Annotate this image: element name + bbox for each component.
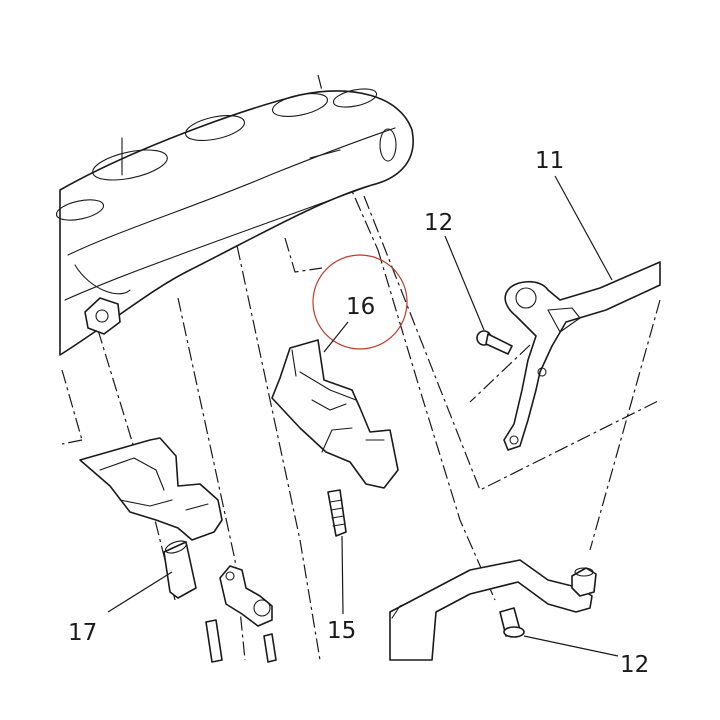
lower-left-screws: [205, 619, 277, 663]
callout-16-highlight: [312, 254, 408, 350]
callout-17: 17: [68, 620, 97, 646]
assembly-guide-lines: [61, 74, 661, 661]
callout-12-top: 12: [424, 210, 453, 236]
callout-11: 11: [535, 148, 564, 174]
screw-15: [327, 489, 347, 537]
upper-housing-part: [55, 88, 414, 356]
screw-12-bottom: [499, 607, 525, 638]
callout-12-bottom: 12: [620, 652, 649, 678]
part-17-bracket: [79, 437, 223, 599]
part-11-bracket: [503, 261, 661, 451]
callout-15: 15: [327, 618, 356, 644]
lower-fitting: [219, 565, 273, 627]
leader-lines: [107, 175, 619, 657]
callout-16: 16: [346, 294, 375, 320]
lower-right-bracket: [389, 559, 597, 661]
callout-labels: 11 12 16 17 15 12: [68, 148, 649, 678]
screw-12-top: [476, 330, 513, 355]
part-16-bracket: [271, 339, 399, 489]
